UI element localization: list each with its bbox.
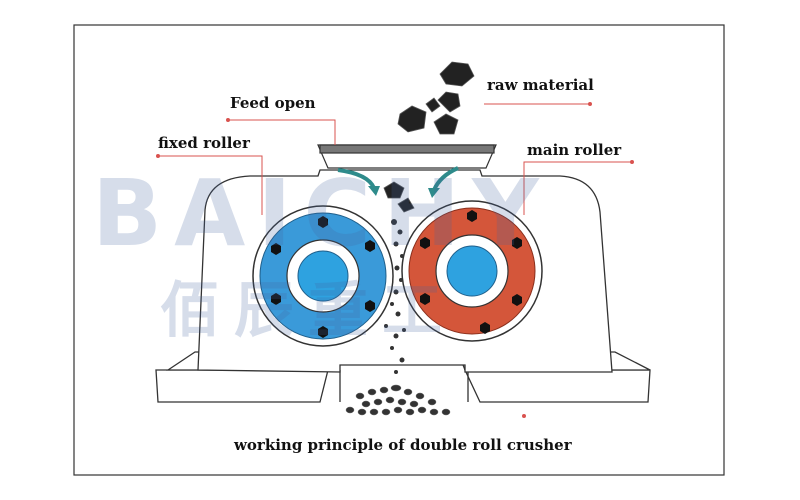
hexagon-bolt-icon	[420, 210, 522, 334]
diagram-caption: working principle of double roll crusher	[234, 436, 572, 454]
crushed-particles	[384, 219, 406, 374]
raw-material-lumps	[383, 61, 475, 213]
hexagon-bolt-icon	[271, 216, 375, 338]
main-roller-icon	[401, 200, 543, 342]
leader-lines	[156, 102, 634, 418]
crushed-material-pile	[345, 384, 451, 416]
main-roller-label: main roller	[527, 141, 622, 159]
fixed-roller-icon	[252, 205, 394, 347]
feed-open-label: Feed open	[230, 94, 316, 112]
curved-arrow-icon	[337, 166, 459, 191]
fixed-roller-label: fixed roller	[158, 134, 250, 152]
feed-hopper	[317, 144, 497, 169]
raw-material-label: raw material	[487, 76, 594, 94]
